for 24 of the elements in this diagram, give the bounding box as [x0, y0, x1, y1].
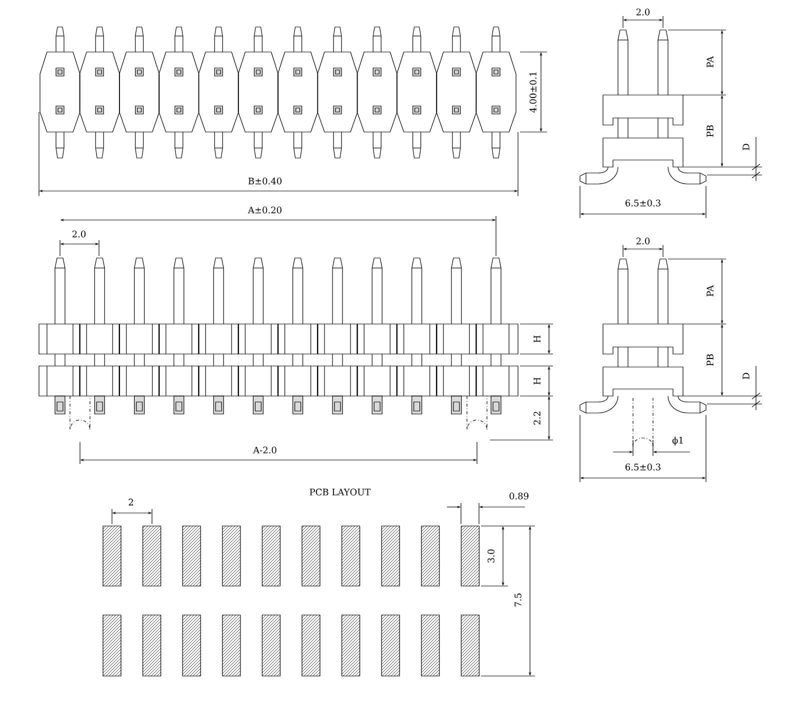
dimension-label: H [534, 336, 540, 342]
dimension-label: 0.89 [510, 492, 528, 500]
dimension-label: D [742, 144, 750, 150]
dimension-label: A±0.20 [248, 206, 282, 214]
dimension-label: PB [706, 354, 714, 366]
dimension-label: ϕ1 [672, 436, 683, 446]
dimension-label: 2 [128, 498, 133, 506]
dimension-label: 2.0 [636, 8, 650, 16]
dimension-label: D [742, 372, 750, 380]
dimension-label: 7.5 [514, 594, 522, 606]
dimension-label: 6.5±0.3 [626, 200, 660, 206]
dimension-label: PA [706, 285, 714, 296]
dimension-label: PA [706, 56, 714, 68]
dimension-label: 2.2 [534, 412, 540, 425]
dimension-label: 2.0 [636, 238, 650, 244]
dimension-label: 4.00±0.1 [530, 72, 536, 113]
dimension-label: H [534, 378, 540, 384]
heading: PCB LAYOUT [310, 488, 371, 496]
dimension-label: A-2.0 [253, 446, 276, 454]
dimension-label: B±0.40 [248, 178, 282, 184]
dimension-label: 3.0 [488, 549, 494, 562]
dimension-label: 6.5±0.3 [626, 464, 660, 470]
dimension-label: 2.0 [72, 230, 86, 238]
dimension-label: PB [706, 125, 714, 137]
